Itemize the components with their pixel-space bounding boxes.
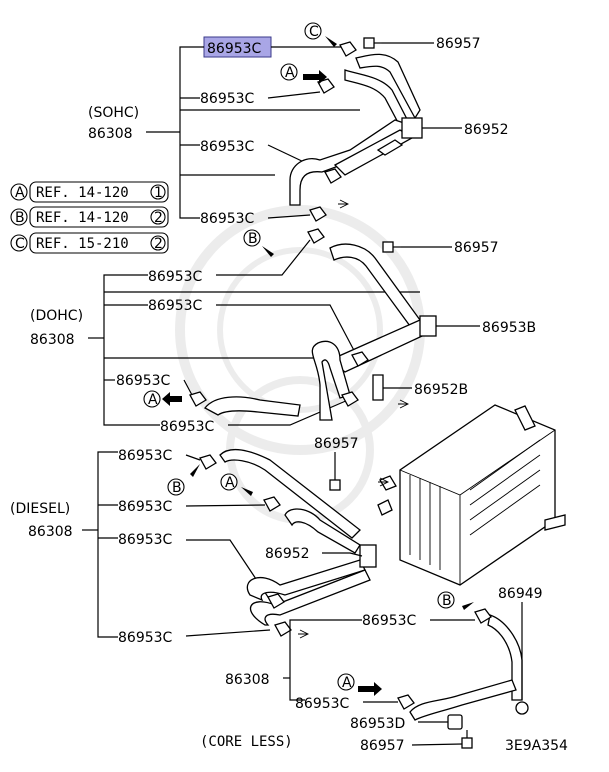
ref-a-text[interactable]: REF. 14-120	[36, 185, 129, 201]
arrow-icon	[190, 464, 200, 477]
marker-b: B	[248, 231, 258, 247]
dohc-bracket-label[interactable]: 86953B	[482, 320, 536, 336]
marker-b: B	[442, 593, 452, 609]
marker-c-circle	[304, 22, 322, 40]
diesel-clamp-label-2[interactable]: 86953C	[118, 499, 173, 515]
arrow-icon	[462, 602, 474, 610]
marker-a-circle	[280, 63, 298, 81]
dohc-clamps	[189, 228, 369, 407]
coreless-hose-assembly	[409, 614, 529, 721]
arrow-icon	[378, 477, 390, 487]
marker-a: A	[225, 475, 235, 491]
heater-unit	[399, 404, 566, 586]
sohc-hose-assembly	[289, 53, 462, 206]
arrow-icon	[262, 246, 274, 257]
ref-b-text[interactable]: REF. 14-120	[36, 210, 129, 226]
sohc-clamp-label-2[interactable]: 86953C	[200, 91, 255, 107]
sohc-group-label: (SOHC)	[88, 105, 139, 121]
coreless-clamp-label-1[interactable]: 86953C	[362, 613, 417, 629]
marker-b-circle	[243, 229, 261, 247]
diesel-group-label: (DIESEL)	[10, 501, 70, 517]
diesel-bracket-label[interactable]: 86952	[265, 546, 310, 562]
sohc-clamp-label-4[interactable]: 86953C	[200, 211, 255, 227]
highlighted-part-label[interactable]: 86953C	[207, 41, 262, 57]
dohc-clip-label[interactable]: 86952B	[414, 382, 468, 398]
dohc-clamp-label-3[interactable]: 86953C	[116, 373, 171, 389]
dohc-group-label: (DOHC)	[30, 308, 83, 324]
arrow-icon	[325, 36, 337, 47]
diesel-clamp-label-1[interactable]: 86953C	[118, 448, 173, 464]
coreless-part-number[interactable]: 86308	[225, 672, 270, 688]
ref-b-letter: B	[15, 210, 25, 226]
dohc-bolt-label[interactable]: 86957	[454, 240, 499, 256]
ref-a-num: 1	[154, 185, 163, 201]
bolt-icon	[382, 241, 401, 253]
dohc-clamp-label-4[interactable]: 86953C	[160, 419, 215, 435]
diesel-clamps	[199, 454, 292, 637]
dohc-clamp-label-1[interactable]: 86953C	[148, 269, 203, 285]
arrow-icon	[241, 487, 253, 496]
arrow-icon	[398, 399, 410, 409]
marker-b-circle	[437, 591, 455, 609]
sohc-clamps	[309, 41, 357, 222]
reference-list: A REF. 14-120 1 B REF. 14-120 2 C REF. 1…	[10, 181, 169, 254]
marker-a: A	[342, 675, 352, 691]
coreless-group-label: (CORE LESS)	[200, 734, 293, 750]
sohc-clamp-label-3[interactable]: 86953C	[200, 139, 255, 155]
dohc-hose-assembly	[204, 243, 480, 421]
bolt-icon	[329, 468, 341, 491]
marker-a: A	[285, 65, 295, 81]
ref-c-num: 2	[154, 236, 163, 252]
dohc-part-number[interactable]: 86308	[30, 332, 75, 348]
watermark-logo	[175, 205, 425, 524]
marker-a-circle	[143, 390, 161, 408]
marker-a-circle	[220, 473, 238, 491]
arrow-icon	[358, 682, 382, 696]
arrow-icon	[162, 392, 182, 406]
arrow-icon	[298, 629, 310, 639]
sohc-part-number[interactable]: 86308	[88, 126, 133, 142]
ref-c-text[interactable]: REF. 15-210	[36, 236, 129, 252]
bolt-icon	[363, 37, 382, 49]
ref-a-letter: A	[15, 185, 25, 201]
coreless-clamp-label-2[interactable]: 86953C	[295, 696, 350, 712]
diesel-clamp-label-4[interactable]: 86953C	[118, 630, 173, 646]
marker-b-circle	[167, 478, 185, 496]
marker-c: C	[309, 24, 319, 40]
coreless-clamps	[397, 608, 492, 730]
sohc-bolt-label[interactable]: 86957	[436, 36, 481, 52]
sohc-bracket-label[interactable]: 86952	[464, 122, 509, 138]
diesel-bolt-label[interactable]: 86957	[314, 436, 359, 452]
diesel-part-number[interactable]: 86308	[28, 524, 73, 540]
marker-b: B	[172, 480, 182, 496]
coreless-clip-label[interactable]: 86953D	[350, 716, 405, 732]
marker-a: A	[148, 392, 158, 408]
diesel-hose-assembly	[219, 448, 397, 626]
arrow-icon	[303, 70, 327, 84]
diagram-code: 3E9A354	[505, 738, 568, 754]
dohc-clamp-label-2[interactable]: 86953C	[148, 298, 203, 314]
diesel-clamp-label-3[interactable]: 86953C	[118, 532, 173, 548]
coreless-plug-label[interactable]: 86949	[498, 586, 543, 602]
coreless-bolt-label[interactable]: 86957	[360, 738, 405, 754]
ref-c-letter: C	[15, 236, 25, 252]
marker-a-circle	[337, 673, 355, 691]
arrow-icon	[338, 199, 350, 209]
ref-b-num: 2	[154, 210, 163, 226]
bolt-icon	[461, 730, 473, 749]
